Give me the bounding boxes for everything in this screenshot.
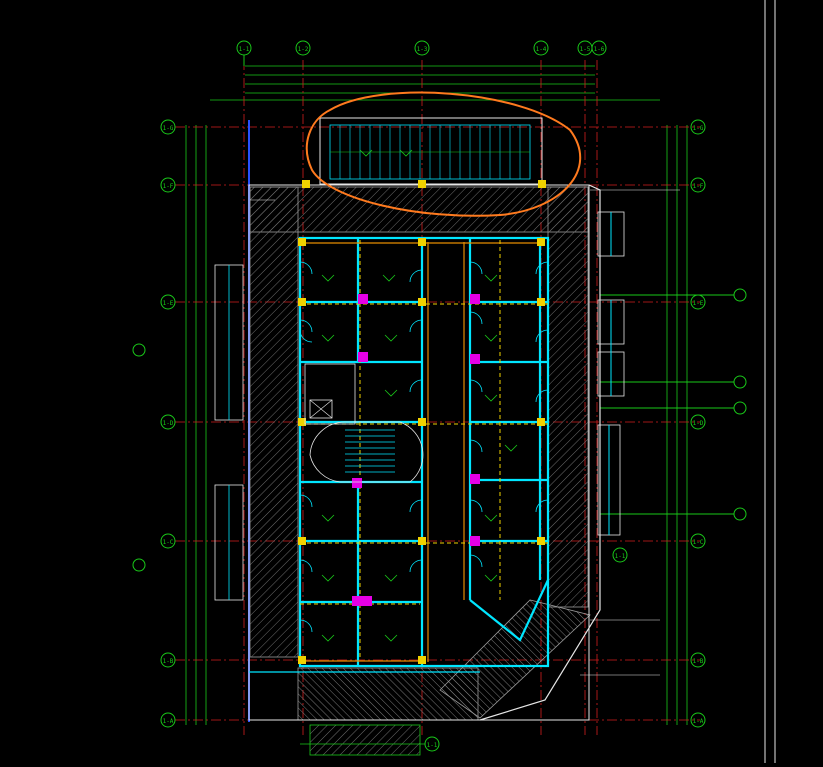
right-balconies (597, 211, 625, 536)
axis-label: 1-B (693, 658, 704, 665)
drawing-frame (764, 0, 776, 763)
axis-label: 1-A (693, 718, 704, 725)
axis-label: 1-A (163, 718, 174, 725)
top-axis-bubbles: 1-1 1-2 1-3 1-4 1-5 1-6 (236, 40, 607, 66)
markup-ellipse (305, 91, 582, 217)
side-dimension-lines (185, 125, 688, 725)
axis-label: 1-E (693, 300, 704, 307)
axis-label: 1-G (163, 125, 174, 132)
axis-label: 1-E (163, 300, 174, 307)
stair-core (304, 363, 424, 483)
left-windows (214, 264, 244, 601)
room-annotations (321, 149, 518, 642)
axis-label: 1-D (693, 420, 704, 427)
axis-label: 1-3 (417, 46, 428, 53)
axis-label: 1-F (693, 183, 704, 190)
hatched-zones (249, 186, 591, 756)
magenta-fixtures (352, 294, 480, 606)
axis-label: 1-B (163, 658, 174, 665)
axis-label: 1-4 (536, 46, 547, 53)
axis-label: 1-5 (580, 46, 591, 53)
left-axis-bubbles: 1-G 1-F 1-E 1-D 1-C 1-B 1-A (132, 119, 176, 728)
leader-lines (250, 189, 680, 676)
right-axis-bubbles: 1-G 1-F 1-E 1-D 1-C 1-B 1-A (600, 119, 747, 728)
axis-label: 1-C (163, 539, 174, 546)
section-label: 1-1 (427, 742, 438, 749)
top-dimension-lines (210, 65, 660, 101)
section-markers: 1-1 1-1 (300, 547, 628, 752)
axis-label: 1-2 (298, 46, 309, 53)
axis-label: 1-1 (239, 46, 250, 53)
door-swings (299, 261, 549, 633)
structural-columns (298, 238, 545, 664)
axis-label: 1-C (693, 539, 704, 546)
top-balcony (302, 117, 546, 188)
axis-label: 1-G (693, 125, 704, 132)
axis-label: 1-D (163, 420, 174, 427)
axis-label: 1-6 (594, 46, 605, 53)
section-label: 1-1 (615, 553, 626, 560)
axis-label: 1-F (163, 183, 174, 190)
